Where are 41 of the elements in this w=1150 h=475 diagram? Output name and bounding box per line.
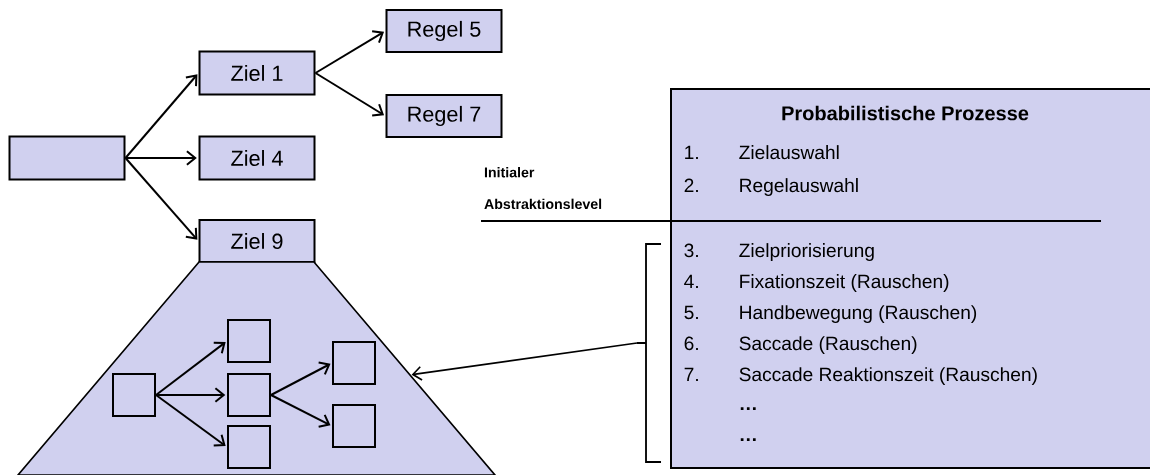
list-item: Regelauswahl	[740, 178, 858, 196]
arrow	[124, 157, 198, 240]
list-item: Handbewegung (Rauschen)	[740, 305, 977, 323]
list-item: Fixationszeit (Rauschen)	[740, 274, 949, 292]
arrow	[155, 341, 226, 396]
arrow	[124, 74, 198, 159]
arrow	[155, 394, 226, 447]
list-number: 4.	[684, 274, 698, 288]
goal-box: Ziel 9	[198, 219, 316, 263]
list-number: 1.	[685, 145, 698, 159]
panel-heading: Probabilistische Prozesse	[782, 105, 1029, 121]
ellipsis: …	[740, 407, 756, 410]
arrow	[155, 387, 226, 403]
goal-box: Ziel 4	[198, 135, 316, 181]
empty-box	[8, 135, 126, 181]
ellipsis: …	[740, 438, 756, 441]
arrow	[411, 342, 638, 381]
goal-box: Regel 7	[385, 94, 503, 138]
list-number: 2.	[684, 178, 698, 192]
list-item: Saccade (Rauschen)	[739, 336, 917, 354]
arrow	[270, 394, 331, 428]
goal-box: Regel 5	[385, 9, 503, 53]
list-item: Zielauswahl	[739, 145, 839, 160]
list-number: 6.	[684, 336, 698, 351]
list-number: 7.	[684, 367, 698, 381]
list-item: Saccade Reaktionszeit (Rauschen)	[739, 367, 1037, 385]
empty-box	[332, 404, 376, 448]
empty-box	[112, 373, 156, 417]
empty-box	[227, 319, 271, 363]
list-item: Zielpriorisierung	[739, 243, 874, 261]
empty-box	[227, 373, 271, 417]
goal-box: Ziel 1	[198, 50, 316, 96]
list-number: 3.	[684, 243, 698, 258]
empty-box	[332, 341, 376, 385]
arrow	[314, 72, 385, 117]
empty-box	[227, 425, 271, 469]
arrow	[314, 30, 385, 74]
arrow	[124, 150, 197, 166]
list-number: 5.	[684, 305, 698, 320]
arrow	[270, 361, 331, 396]
level-label: Initialer Abstraktionslevel	[484, 167, 602, 210]
